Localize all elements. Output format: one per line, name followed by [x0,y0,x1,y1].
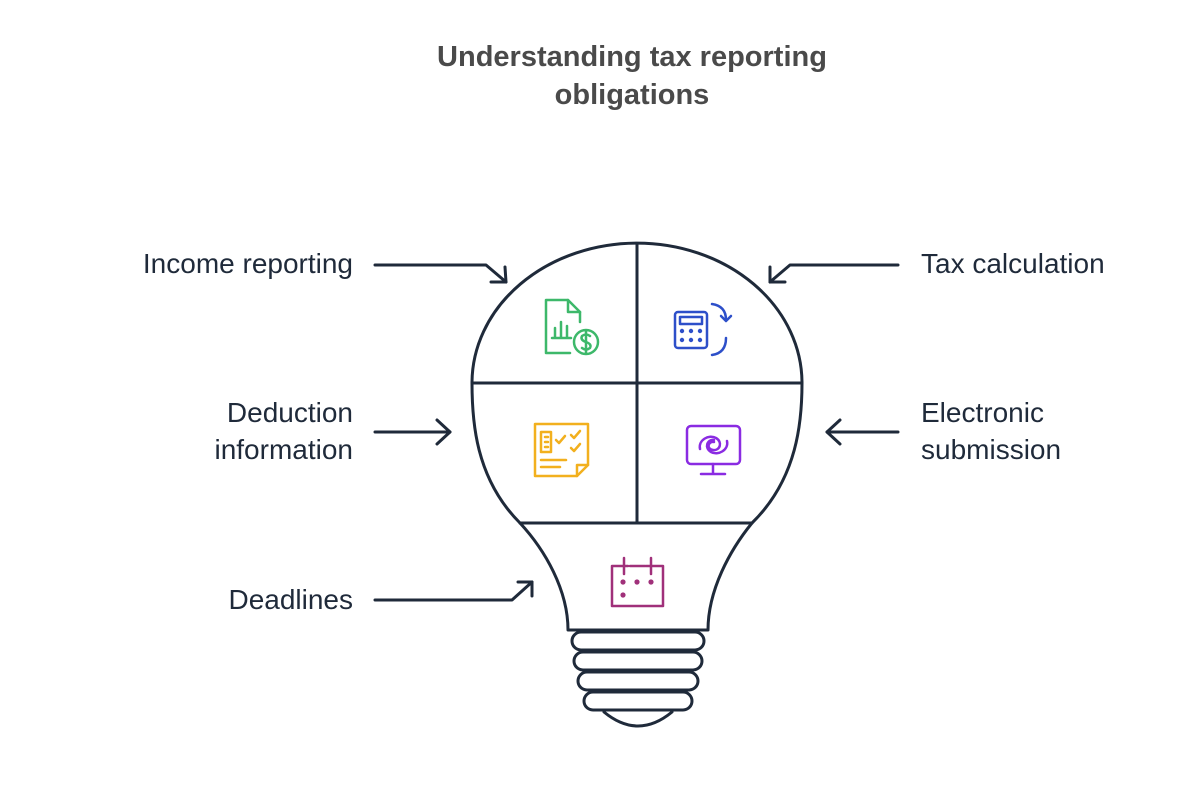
label-tax-calculation: Tax calculation [921,248,1105,279]
page-title: Understanding tax reporting obligations [0,38,1200,114]
label-income-reporting: Income reporting [142,248,353,279]
arrow-deadlines [373,580,534,602]
bulb-base [570,630,706,728]
document-chart-dollar-icon [544,298,600,356]
label-deduction-information: Deduction information [214,397,353,465]
label-electronic-submission: Electronic submission [921,397,1062,465]
arrow-tax-calculation [768,263,900,284]
arrow-income-reporting [373,263,508,284]
arrow-electronic-submission [825,418,900,446]
calendar-icon [610,556,665,608]
bulb-outline [470,241,804,632]
title-line-2: obligations [554,79,710,111]
monitor-swirl-icon [685,424,742,476]
calculator-refresh-icon [673,302,733,357]
arrow-deduction-information [373,418,452,446]
label-deadlines: Deadlines [228,584,353,615]
title-line-1: Understanding tax reporting [437,41,827,73]
checklist-document-icon [533,422,590,478]
